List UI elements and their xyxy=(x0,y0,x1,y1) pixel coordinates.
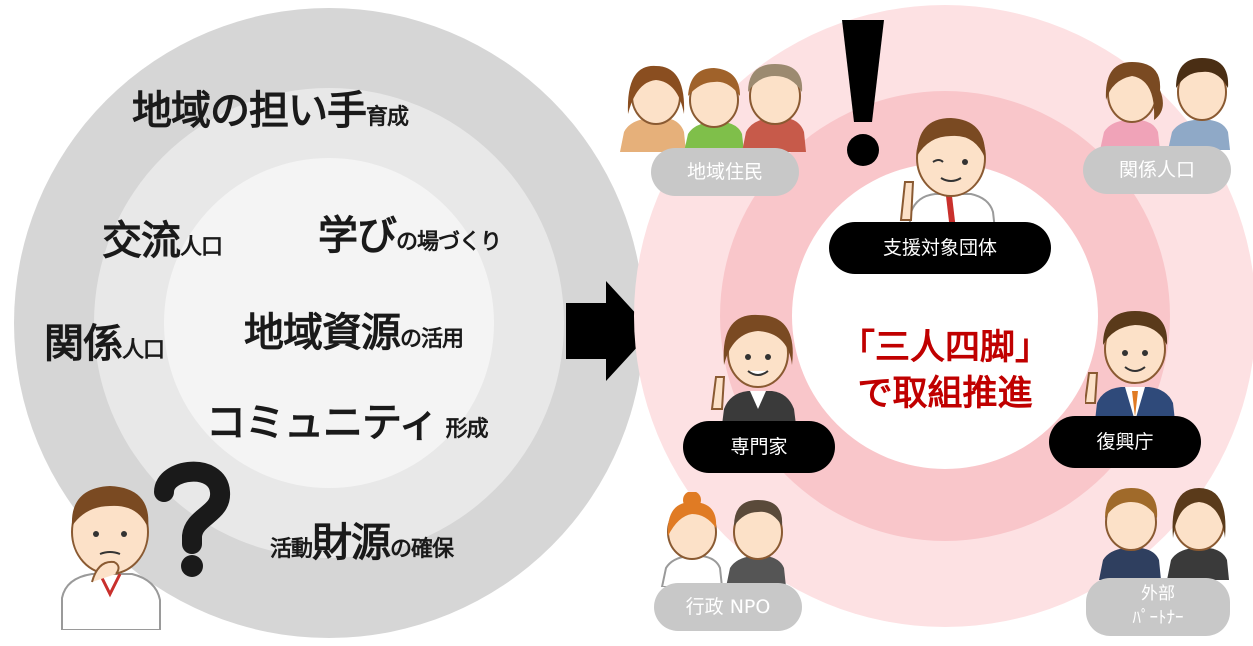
role-reconstruction-agency-label: 復興庁 xyxy=(1049,416,1201,468)
role-expert-label: 専門家 xyxy=(683,421,835,473)
keyword-community-building: コミュニティ形成 xyxy=(206,400,489,446)
external-label-line-2: ﾊﾟｰﾄﾅｰ xyxy=(1132,608,1184,628)
exclamation-mark-icon xyxy=(842,20,884,166)
keyword-local-leaders: 地域の担い手育成 xyxy=(132,88,409,134)
group-external-partner-label: 外部 ﾊﾟｰﾄﾅｰ xyxy=(1086,578,1230,636)
slogan-line-2: で取組推進 xyxy=(857,374,1033,414)
keyword-funding: 活動財源の確保 xyxy=(270,520,454,566)
keyword-learning-place: 学びの場づくり xyxy=(318,213,502,259)
support-org-person-icon xyxy=(899,118,997,230)
center-slogan: 「三人四脚」 で取組推進 xyxy=(800,325,1090,417)
right-arrow-icon xyxy=(566,281,652,381)
group-residents-label: 地域住民 xyxy=(651,148,799,196)
keyword-exchange-population: 交流人口 xyxy=(102,218,223,264)
residents-group-icon xyxy=(620,64,806,152)
reconstruction-agency-person-icon xyxy=(1085,311,1175,421)
keyword-local-resources: 地域資源の活用 xyxy=(244,310,464,356)
role-support-org-label: 支援対象団体 xyxy=(829,222,1051,274)
group-government-npo-label: 行政 NPO xyxy=(654,583,802,631)
external-partner-pair-icon xyxy=(1099,488,1229,580)
expert-person-icon xyxy=(710,314,796,425)
government-npo-pair-icon xyxy=(660,492,786,587)
keyword-related-population: 関係人口 xyxy=(44,321,165,367)
thinking-person-icon xyxy=(61,486,161,630)
related-population-pair-icon xyxy=(1100,58,1230,150)
slogan-line-1: 「三人四脚」 xyxy=(839,328,1050,368)
left-inner-ring xyxy=(164,158,494,488)
question-mark-icon xyxy=(154,461,230,577)
group-related-population-label: 関係人口 xyxy=(1083,146,1231,194)
external-label-line-1: 外部 xyxy=(1141,584,1175,604)
